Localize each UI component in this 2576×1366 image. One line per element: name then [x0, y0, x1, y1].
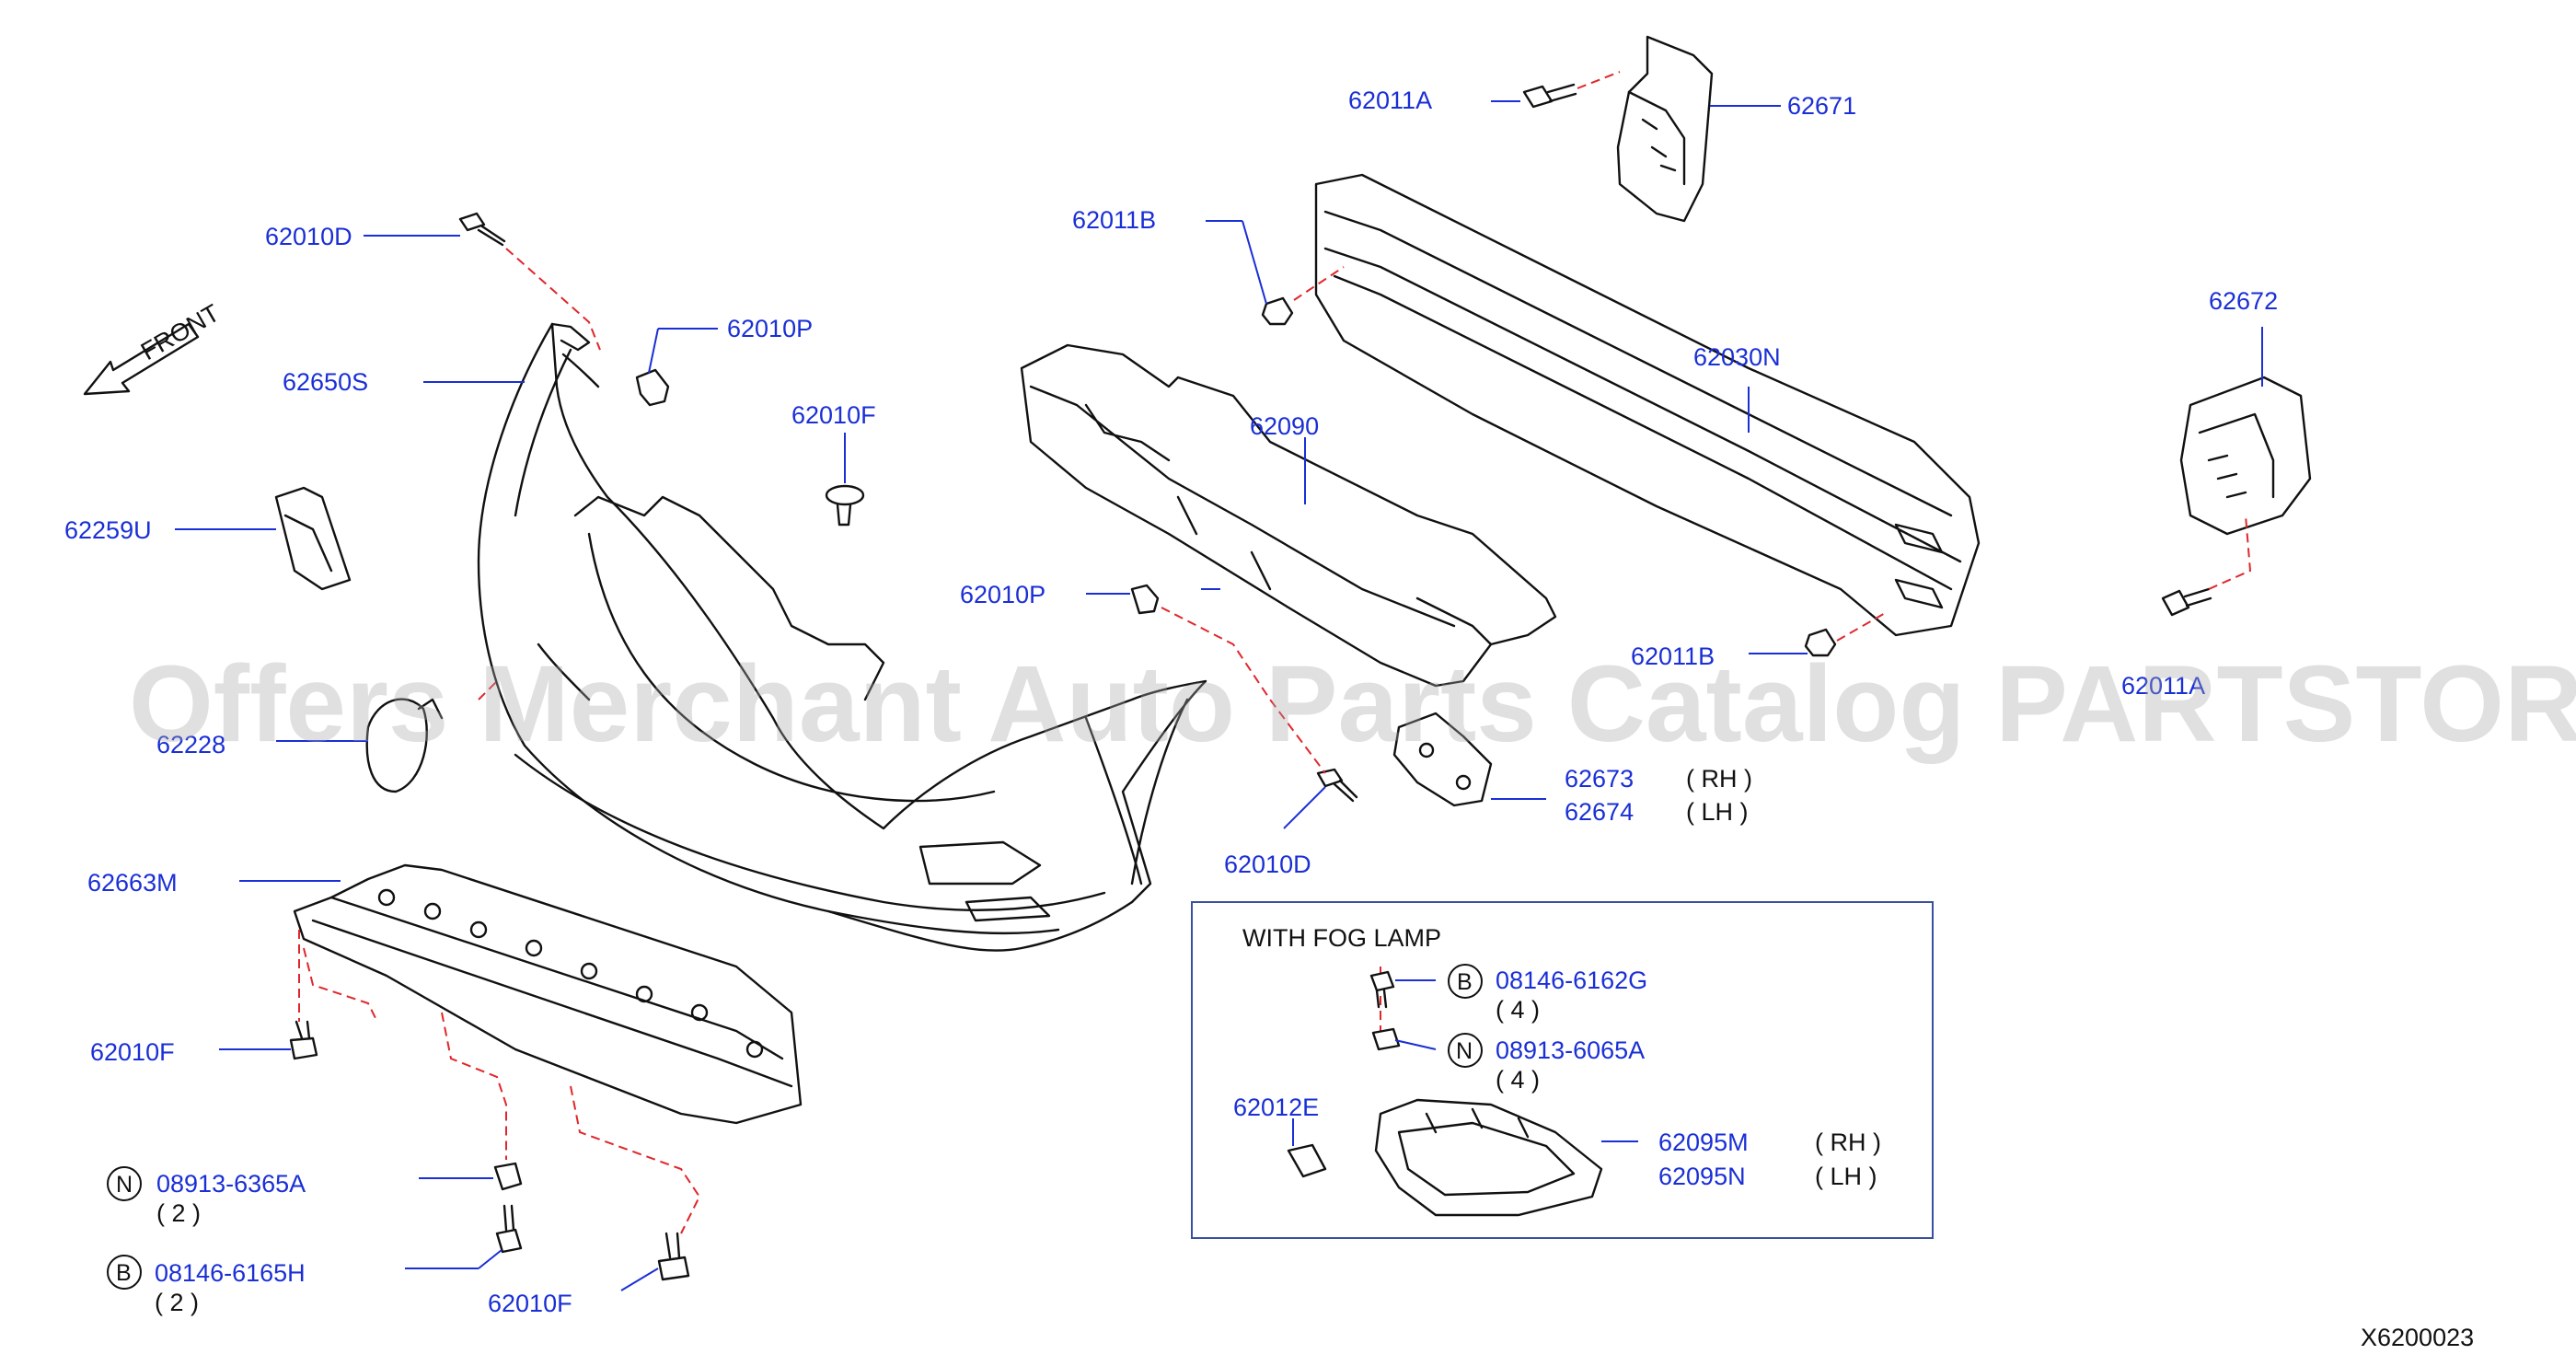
diagram-code: X6200023: [2361, 1324, 2474, 1351]
label-62010f-bottom[interactable]: 62010F: [488, 1290, 572, 1317]
label-62011a-top[interactable]: 62011A: [1348, 87, 1432, 114]
svg-text:N: N: [1456, 1038, 1473, 1064]
label-62011a-bottom[interactable]: 62011A: [2121, 672, 2205, 700]
qualifier-lh-62674: ( LH ): [1686, 798, 1749, 826]
badge-n-6365a: N: [107, 1166, 142, 1201]
bracket-62259u[interactable]: [274, 486, 352, 591]
qualifier-lh-62095n: ( LH ): [1815, 1163, 1877, 1190]
bracket-62672[interactable]: [2179, 376, 2312, 536]
label-08913-6365a[interactable]: 08913-6365A: [156, 1170, 306, 1198]
bolt-08146-6165h[interactable]: [495, 1204, 523, 1254]
svg-text:B: B: [116, 1260, 132, 1286]
label-62671[interactable]: 62671: [1787, 92, 1856, 120]
label-62650s[interactable]: 62650S: [283, 368, 368, 396]
clip-62012e[interactable]: [1287, 1143, 1327, 1178]
label-08146-6165h[interactable]: 08146-6165H: [155, 1259, 306, 1287]
label-62010d-top[interactable]: 62010D: [265, 223, 352, 250]
qualifier-qty-6065a: ( 4 ): [1496, 1066, 1540, 1094]
label-62672[interactable]: 62672: [2209, 287, 2278, 315]
alignment-lines: [298, 71, 2252, 1234]
clip-62010f-bottom[interactable]: [657, 1232, 690, 1281]
nut-08913-6065a[interactable]: [1371, 1027, 1401, 1051]
clip-62010f-left[interactable]: [289, 1020, 318, 1060]
svg-text:N: N: [116, 1172, 133, 1198]
qualifier-qty-6165h: ( 2 ): [155, 1289, 199, 1316]
label-62010d-bottom[interactable]: 62010D: [1224, 851, 1311, 878]
watermark-text: Offers Merchant Auto Parts Catalog PARTS…: [129, 643, 2576, 765]
fog-lamp-bezel-62095[interactable]: [1374, 1098, 1603, 1217]
label-62674[interactable]: 62674: [1565, 798, 1634, 826]
energy-absorber-62090[interactable]: [1020, 343, 1557, 688]
bumper-fascia[interactable]: [477, 322, 1207, 952]
label-62095m[interactable]: 62095M: [1658, 1129, 1749, 1156]
qualifier-qty-6162g: ( 4 ): [1496, 996, 1540, 1024]
label-62011b-top[interactable]: 62011B: [1072, 206, 1156, 234]
label-62012e[interactable]: 62012E: [1233, 1094, 1319, 1121]
tow-hook-cap-62228[interactable]: [365, 698, 444, 793]
label-62228[interactable]: 62228: [156, 731, 225, 758]
badge-n-6065a: N: [1448, 1033, 1483, 1068]
clip-62010p-mid[interactable]: [1130, 584, 1160, 615]
label-62010p-top[interactable]: 62010P: [727, 315, 813, 342]
front-label: FRONT: [136, 299, 225, 365]
bolt-62010d-bottom[interactable]: [1316, 768, 1358, 803]
bolt-62011a-bottom[interactable]: [2161, 587, 2212, 617]
label-08146-6162g[interactable]: 08146-6162G: [1496, 967, 1647, 994]
svg-text:B: B: [1457, 969, 1473, 995]
clip-62010f-mid[interactable]: [825, 484, 865, 527]
label-62095n[interactable]: 62095N: [1658, 1163, 1746, 1190]
label-62663m[interactable]: 62663M: [87, 869, 178, 897]
bracket-62673-62674[interactable]: [1392, 712, 1493, 807]
badge-b-6165h: B: [107, 1255, 142, 1290]
nut-08913-6365a[interactable]: [493, 1162, 523, 1191]
bolt-62010d-top[interactable]: [458, 212, 506, 247]
bolt-62011a-top[interactable]: [1522, 83, 1577, 109]
leader-lines: [175, 100, 2263, 1291]
label-62011b-bottom[interactable]: 62011B: [1631, 642, 1715, 670]
label-62673[interactable]: 62673: [1565, 765, 1634, 793]
label-62010p-mid[interactable]: 62010P: [960, 581, 1045, 608]
bracket-62671[interactable]: [1616, 35, 1714, 223]
inset-fog-lamp-box: [1191, 901, 1934, 1239]
label-62010f-left[interactable]: 62010F: [90, 1038, 175, 1066]
label-62259u[interactable]: 62259U: [64, 516, 152, 544]
qualifier-rh-62095m: ( RH ): [1815, 1129, 1881, 1156]
badge-b-6162g: B: [1448, 964, 1483, 999]
nut-62011b-top[interactable]: [1261, 296, 1294, 326]
qualifier-qty-6365a: ( 2 ): [156, 1199, 201, 1227]
label-08913-6065a[interactable]: 08913-6065A: [1496, 1036, 1645, 1064]
fascia-side-bracket: [550, 322, 600, 388]
nut-62011b-bottom[interactable]: [1804, 628, 1837, 657]
clip-62010p-top[interactable]: [635, 368, 670, 407]
qualifier-rh-62673: ( RH ): [1686, 765, 1752, 793]
undercover-62663m[interactable]: [293, 863, 803, 1125]
label-62030n[interactable]: 62030N: [1693, 343, 1781, 371]
label-62010f-mid[interactable]: 62010F: [791, 401, 876, 429]
inset-title: WITH FOG LAMP: [1242, 924, 1441, 952]
front-arrow-icon: [83, 322, 200, 396]
bumper-reinforcement-62030n[interactable]: [1314, 173, 1981, 637]
bolt-08146-6162g[interactable]: [1369, 970, 1395, 1009]
label-62090[interactable]: 62090: [1250, 412, 1319, 440]
